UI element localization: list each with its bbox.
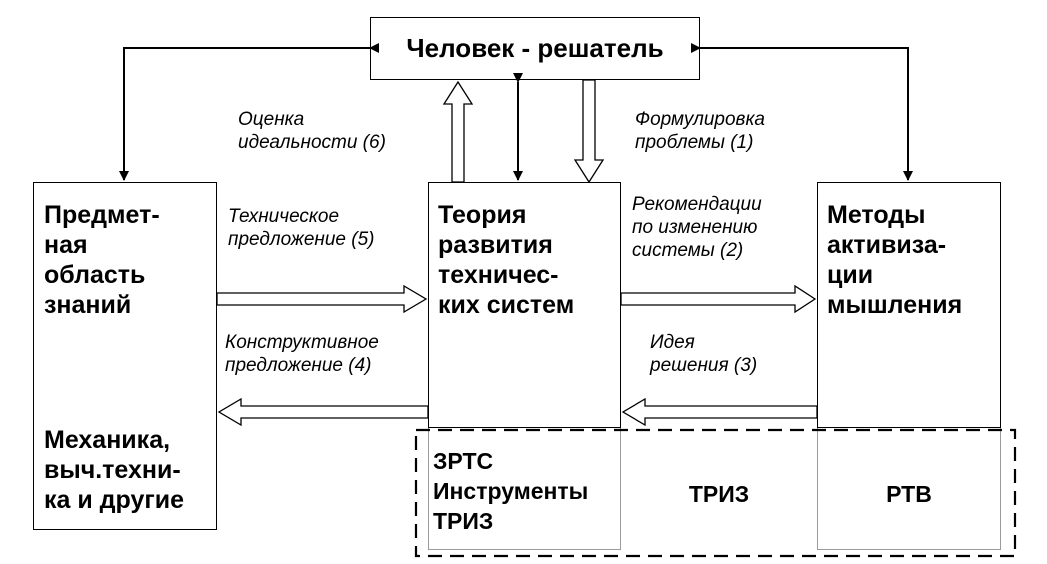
arrow-label-constructive: Конструктивное предложение (4) — [225, 331, 425, 377]
hollow-arrow-left-idea — [621, 397, 818, 427]
left-box-examples: Механика, выч.техни- ка и другие — [44, 425, 214, 515]
formulation-line: Формулировка — [635, 109, 765, 130]
left-title-line: знаний — [44, 291, 132, 319]
hollow-arrow-right-technical — [216, 284, 428, 314]
region-label-triz: ТРИЗ — [688, 481, 750, 507]
center-box-title: Теория развития техничес- ких систем — [438, 200, 618, 320]
top-box-human-solver — [370, 17, 700, 80]
right-box-title: Методы активиза- ции мышления — [827, 200, 999, 320]
left-title-line: область — [44, 261, 146, 289]
idea-line: решения (3) — [650, 355, 758, 376]
hollow-arrow-up-evaluation — [442, 80, 474, 183]
right-title-line: мышления — [827, 291, 963, 319]
arrow-label-formulation: Формулировка проблемы (1) — [635, 108, 825, 154]
hollow-arrow-right-recommendations — [620, 284, 817, 314]
triz-region-dashed-frame — [414, 428, 1017, 558]
constructive-line: предложение (4) — [225, 355, 372, 376]
right-title-line: Методы — [827, 201, 926, 229]
center-title-line: техничес- — [438, 261, 559, 289]
left-example-line: ка и другие — [44, 486, 185, 514]
left-example-line: Механика, — [44, 426, 171, 454]
recommendations-line: по изменению — [632, 217, 758, 238]
left-example-line: выч.техни- — [44, 456, 181, 484]
top-box-label: Человек - решатель — [406, 33, 664, 63]
center-tool-line: Инструменты — [433, 478, 589, 504]
right-title-line: активиза- — [827, 231, 947, 259]
connector-top-right — [691, 43, 913, 181]
center-box-tech-evolution-theory — [428, 182, 621, 428]
arrow-label-idea: Идея решения (3) — [650, 331, 810, 377]
hollow-arrow-left-constructive — [217, 397, 429, 427]
left-title-line: ная — [44, 231, 88, 259]
left-box-title: Предмет- ная область знаний — [44, 200, 214, 320]
center-box-lower-extension — [428, 428, 621, 550]
arrow-label-evaluation: Оценка идеальности (6) — [238, 108, 428, 154]
technical-line: Техническое — [228, 206, 340, 227]
constructive-line: Конструктивное — [225, 332, 379, 353]
connector-top-left — [119, 43, 379, 181]
center-tool-line: ЗРТС — [433, 448, 494, 474]
evaluation-line: Оценка — [238, 109, 305, 130]
region-label-rtv: РТВ — [886, 481, 932, 507]
hollow-arrow-down-formulation — [573, 79, 605, 184]
center-tool-line: ТРИЗ — [433, 508, 494, 534]
formulation-line: проблемы (1) — [635, 132, 754, 153]
recommendations-line: системы (2) — [632, 240, 744, 261]
evaluation-line: идеальности (6) — [238, 132, 386, 153]
right-box-lower-extension — [817, 428, 1001, 550]
technical-line: предложение (5) — [228, 229, 375, 250]
left-box-subject-area — [33, 182, 217, 530]
recommendations-line: Рекомендации — [632, 194, 762, 215]
center-title-line: ких систем — [438, 291, 575, 319]
center-title-line: развития — [438, 231, 553, 259]
center-title-line: Теория — [438, 201, 527, 229]
left-title-line: Предмет- — [44, 201, 160, 229]
right-title-line: ции — [827, 261, 874, 289]
arrow-label-recommendations: Рекомендации по изменению системы (2) — [632, 193, 817, 262]
arrow-label-technical: Техническое предложение (5) — [228, 205, 423, 251]
idea-line: Идея — [650, 332, 695, 353]
right-box-thinking-activation-methods — [817, 182, 1001, 428]
center-box-tools: ЗРТС Инструменты ТРИЗ — [433, 446, 623, 536]
